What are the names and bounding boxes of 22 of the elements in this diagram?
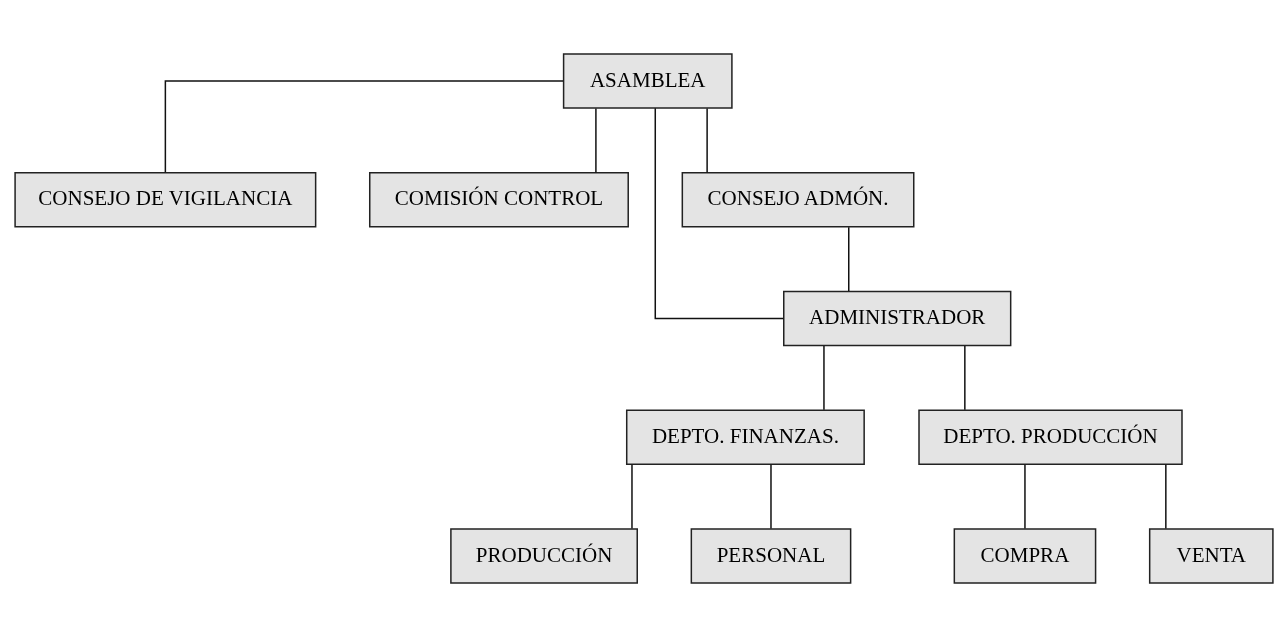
node-box: PRODUCCIÓN — [450, 528, 638, 584]
connector — [1165, 464, 1167, 530]
node-box: CONSEJO ADMÓN. — [681, 172, 915, 228]
node-box: VENTA — [1148, 528, 1274, 584]
connector — [770, 464, 772, 530]
node-box: CONSEJO DE VIGILANCIA — [14, 172, 317, 228]
node-box: ADMINISTRADOR — [783, 290, 1012, 347]
connector — [706, 107, 708, 174]
connector — [164, 80, 564, 173]
connector — [964, 345, 966, 411]
connector — [595, 107, 597, 174]
node-box: DEPTO. PRODUCCIÓN — [918, 409, 1183, 465]
node-box: ASAMBLEA — [562, 53, 733, 109]
node-box: PERSONAL — [690, 528, 852, 584]
node-box: DEPTO. FINANZAS. — [625, 409, 865, 465]
connector — [823, 345, 825, 411]
connector — [848, 226, 850, 292]
node-box: COMISIÓN CONTROL — [369, 172, 629, 228]
connector — [654, 107, 785, 320]
connector — [631, 464, 633, 530]
connector — [1024, 464, 1026, 530]
node-box: COMPRA — [953, 528, 1097, 584]
